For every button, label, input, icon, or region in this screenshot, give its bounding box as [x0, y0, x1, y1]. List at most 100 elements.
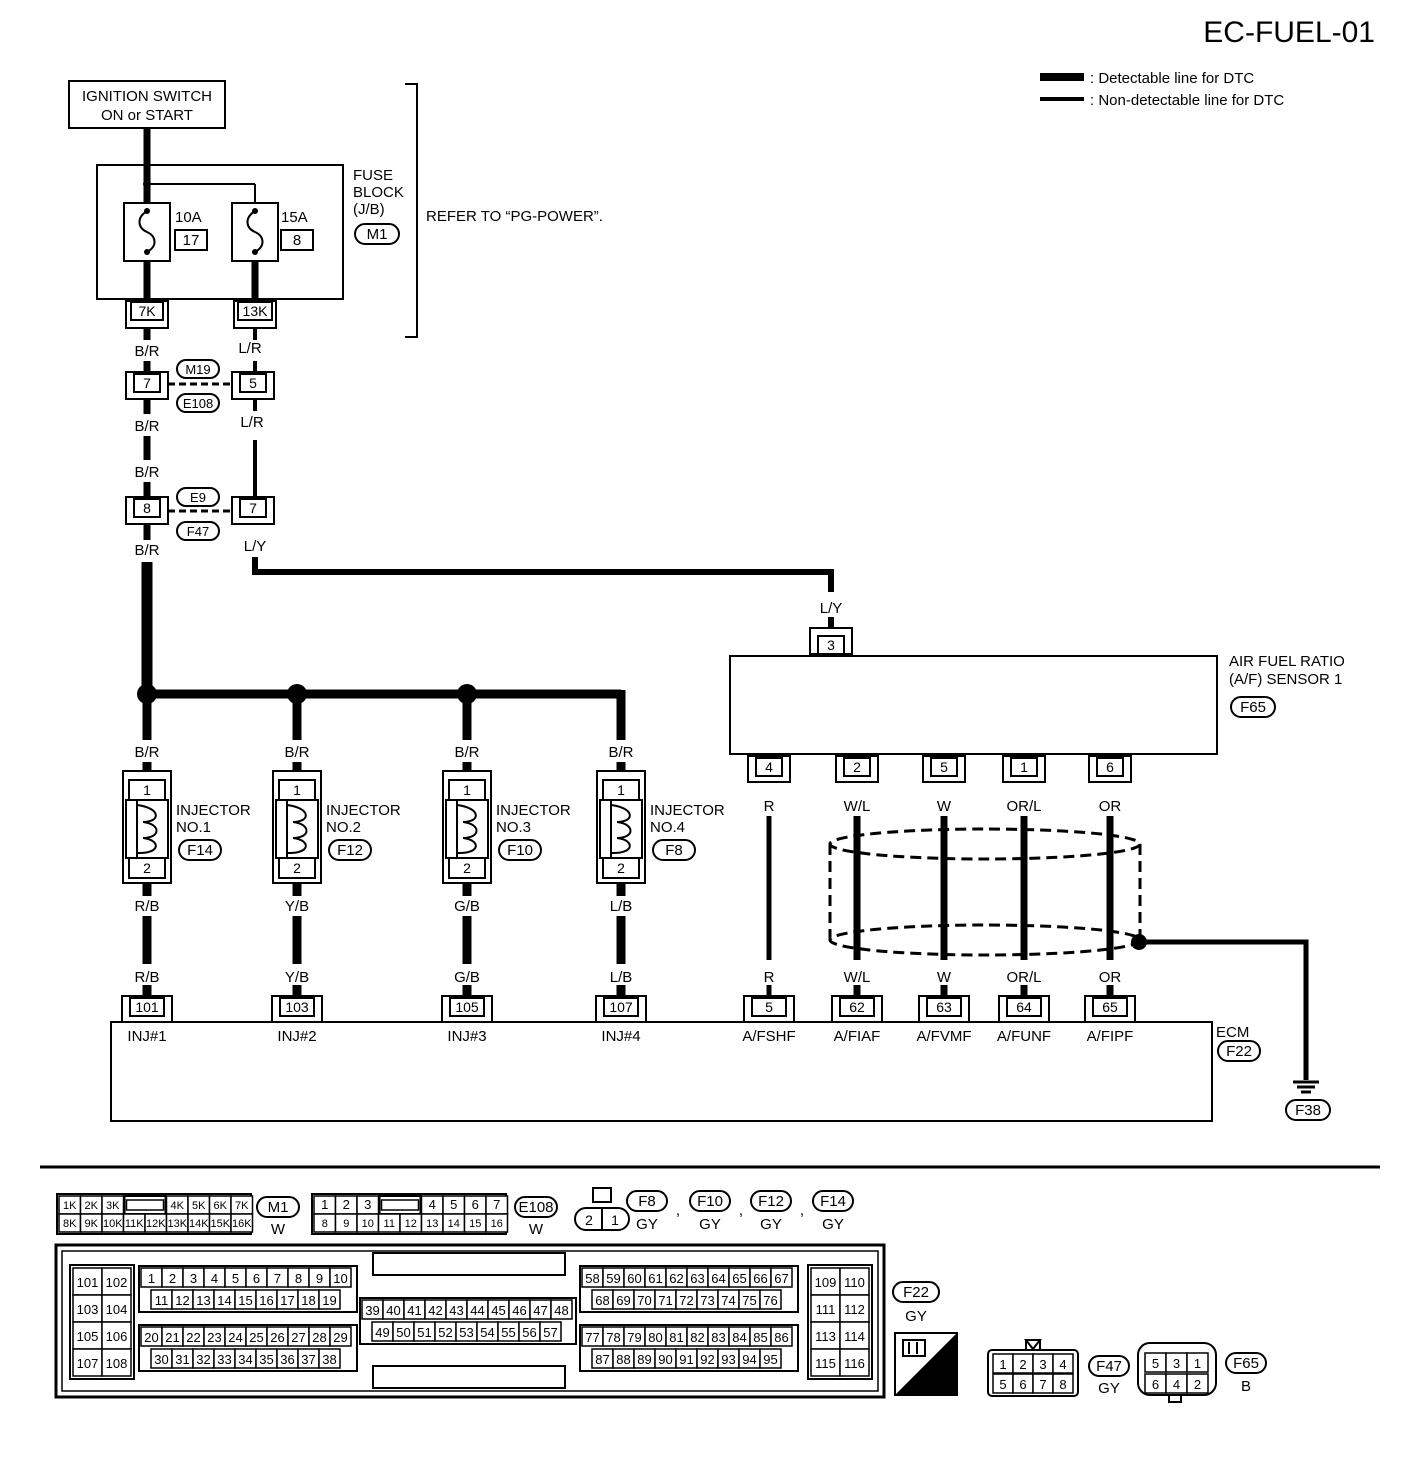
- svg-text:L/R: L/R: [240, 414, 264, 431]
- svg-text:21: 21: [165, 1330, 179, 1345]
- svg-text:2K: 2K: [85, 1200, 99, 1212]
- svg-text:25: 25: [249, 1330, 263, 1345]
- af-sensor-pin: 4: [765, 759, 773, 775]
- injector-pin-1: 1: [463, 782, 471, 798]
- svg-text:58: 58: [585, 1271, 599, 1286]
- svg-text:1: 1: [611, 1212, 619, 1228]
- fuse-block-bracket: [405, 83, 418, 338]
- svg-text:80: 80: [648, 1330, 662, 1345]
- diagram-title: EC-FUEL-01: [1203, 16, 1375, 49]
- svg-text:59: 59: [606, 1271, 620, 1286]
- svg-text:4: 4: [1173, 1377, 1180, 1392]
- ecm-pin-name: INJ#3: [447, 1028, 486, 1045]
- svg-text:106: 106: [106, 1329, 128, 1344]
- svg-text:5: 5: [1152, 1356, 1159, 1371]
- svg-text:34: 34: [238, 1352, 252, 1367]
- ignition-switch-box: [68, 80, 226, 129]
- separator: ,: [676, 1202, 680, 1219]
- injector-label: INJECTOR: [176, 802, 251, 819]
- legend-non-detectable-swatch: [1040, 97, 1084, 101]
- svg-text:62: 62: [669, 1271, 683, 1286]
- svg-text:6: 6: [472, 1197, 479, 1212]
- svg-text:102: 102: [106, 1275, 128, 1290]
- svg-text:3: 3: [1039, 1357, 1046, 1372]
- svg-text:36: 36: [280, 1352, 294, 1367]
- ecm-pin-5: 5A/FSHF: [742, 995, 796, 1045]
- ignition-line2: ON or START: [101, 107, 193, 124]
- svg-text:1K: 1K: [63, 1200, 77, 1212]
- ecm-pin-6: 62A/FIAF: [831, 995, 883, 1045]
- svg-text:7: 7: [249, 500, 257, 516]
- svg-text:75: 75: [742, 1293, 756, 1308]
- injector-number: NO.1: [176, 819, 211, 836]
- svg-text:68: 68: [595, 1293, 609, 1308]
- injector-pin-2: 2: [143, 860, 151, 876]
- fuse1-rating: 10A: [175, 209, 202, 226]
- svg-text:10: 10: [362, 1218, 374, 1230]
- svg-text:28: 28: [312, 1330, 326, 1345]
- svg-text:42: 42: [428, 1303, 442, 1318]
- svg-text:1: 1: [148, 1271, 155, 1286]
- svg-text:5: 5: [249, 375, 257, 391]
- fuse-block-line3: (J/B): [353, 201, 385, 218]
- f22-color: GY: [905, 1308, 927, 1325]
- svg-text:41: 41: [407, 1303, 421, 1318]
- injector-pin-2: 2: [463, 860, 471, 876]
- svg-text:5: 5: [232, 1271, 239, 1286]
- svg-text:63: 63: [690, 1271, 704, 1286]
- svg-text:10K: 10K: [103, 1218, 123, 1230]
- svg-text:16: 16: [259, 1293, 273, 1308]
- svg-text:35: 35: [259, 1352, 273, 1367]
- af-signal-4: 1OR/LOR/L: [1002, 755, 1046, 996]
- wire-label-b-r: B/R: [134, 343, 159, 360]
- svg-text:12: 12: [405, 1218, 417, 1230]
- svg-text:22: 22: [186, 1330, 200, 1345]
- svg-text:4: 4: [429, 1197, 436, 1212]
- ecm-pin-name: A/FVMF: [917, 1028, 972, 1045]
- af-signal-3: 5WW: [922, 755, 966, 996]
- ecm-pin-number: 107: [609, 999, 633, 1015]
- svg-text:67: 67: [774, 1271, 788, 1286]
- terminal-13k: 13K: [243, 303, 269, 319]
- injector-pin-2: 2: [617, 860, 625, 876]
- svg-text:44: 44: [470, 1303, 484, 1318]
- svg-text:69: 69: [616, 1293, 630, 1308]
- svg-text:16K: 16K: [232, 1218, 252, 1230]
- svg-text:84: 84: [732, 1330, 746, 1345]
- svg-text:2: 2: [169, 1271, 176, 1286]
- legend-non-detectable: : Non-detectable line for DTC: [1090, 92, 1284, 109]
- svg-text:1: 1: [999, 1357, 1006, 1372]
- svg-text:7: 7: [1039, 1377, 1046, 1392]
- svg-text:20: 20: [144, 1330, 158, 1345]
- svg-text:93: 93: [721, 1352, 735, 1367]
- af-sensor-pin: 6: [1106, 759, 1114, 775]
- svg-text:113: 113: [815, 1329, 836, 1344]
- ecm-pin-name: INJ#1: [127, 1028, 166, 1045]
- svg-text:76: 76: [763, 1293, 777, 1308]
- fuse-15a: [231, 202, 279, 262]
- ecm-pin-name: A/FUNF: [997, 1028, 1051, 1045]
- f47-color: GY: [1098, 1380, 1120, 1397]
- svg-text:89: 89: [637, 1352, 651, 1367]
- wire-label: W: [937, 969, 952, 986]
- separator: ,: [739, 1202, 743, 1219]
- af-sensor-line2: (A/F) SENSOR 1: [1229, 671, 1342, 688]
- ground-connector: F38: [1295, 1102, 1321, 1119]
- svg-text:31: 31: [175, 1352, 189, 1367]
- af-sensor-pin: 1: [1020, 759, 1028, 775]
- ecm-pin-name: A/FSHF: [742, 1028, 795, 1045]
- terminal-7k: 7K: [138, 303, 156, 319]
- svg-text:1: 1: [321, 1197, 328, 1212]
- svg-text:81: 81: [669, 1330, 683, 1345]
- svg-text:2: 2: [343, 1197, 350, 1212]
- svg-text:B/R: B/R: [134, 542, 159, 559]
- injector-label: INJECTOR: [326, 802, 401, 819]
- hs-badge-label: H.S.: [920, 1377, 949, 1394]
- svg-text:6K: 6K: [214, 1200, 228, 1212]
- injector-connector-color: GY: [699, 1216, 721, 1233]
